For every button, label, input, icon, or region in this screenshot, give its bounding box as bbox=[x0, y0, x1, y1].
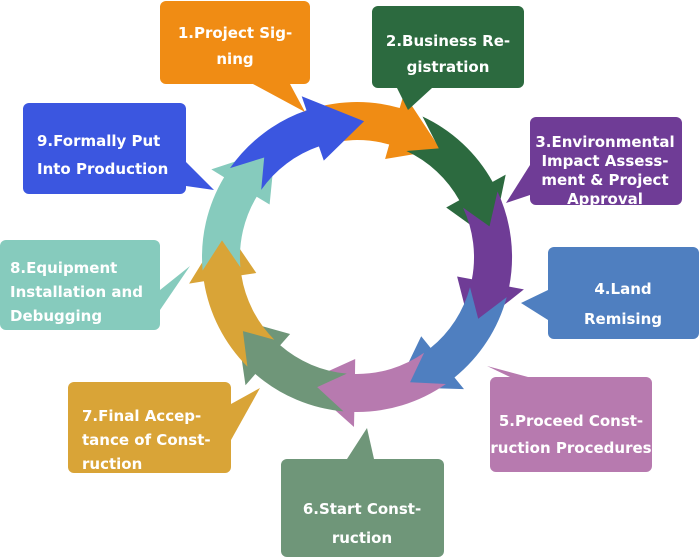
callout-box bbox=[490, 377, 652, 472]
callout-pointer bbox=[487, 366, 528, 377]
step-label: 6.Start Const-ruction bbox=[303, 500, 421, 547]
step-label-line: 7.Final Accep- bbox=[82, 407, 201, 425]
callout-box bbox=[160, 1, 310, 84]
step-label-line: Installation and bbox=[10, 283, 143, 301]
step-callout-1: 1.Project Sig-ning bbox=[160, 1, 310, 112]
step-label-line: 1.Project Sig- bbox=[178, 24, 292, 42]
cycle-ring bbox=[189, 93, 524, 427]
step-label-line: 9.Formally Put bbox=[37, 132, 160, 150]
step-label-line: ning bbox=[216, 50, 253, 68]
callout-pointer bbox=[506, 165, 530, 203]
step-label-line: gistration bbox=[407, 58, 490, 76]
callout-pointer bbox=[231, 388, 260, 440]
callout-box bbox=[530, 117, 682, 205]
cycle-arrow-1 bbox=[304, 93, 441, 159]
callout-pointer bbox=[160, 266, 190, 310]
step-label-line: Approval bbox=[567, 190, 643, 208]
callout-pointer bbox=[347, 428, 374, 459]
step-label-line: tance of Const- bbox=[82, 431, 211, 449]
step-label-line: Impact Assess- bbox=[541, 152, 668, 170]
cycle-arrow-4 bbox=[396, 287, 507, 390]
step-label-line: 2.Business Re- bbox=[386, 32, 510, 50]
callout-pointer bbox=[186, 162, 214, 190]
callout-box bbox=[281, 459, 444, 557]
step-callout-2: 2.Business Re-gistration bbox=[372, 6, 524, 110]
step-label: 1.Project Sig-ning bbox=[178, 24, 292, 68]
callout-pointer bbox=[521, 290, 548, 320]
step-callout-7: 7.Final Accep-tance of Const-ruction bbox=[68, 382, 260, 473]
callout-box bbox=[372, 6, 524, 88]
step-label-line: 5.Proceed Const- bbox=[499, 412, 643, 430]
step-label-line: Debugging bbox=[10, 307, 102, 325]
cycle-arrow-8 bbox=[202, 148, 276, 271]
step-label-line: Remising bbox=[584, 310, 662, 328]
step-label-line: ruction bbox=[82, 455, 142, 473]
callout-box bbox=[0, 240, 160, 330]
step-label-line: 6.Start Const- bbox=[303, 500, 421, 518]
step-label: 2.Business Re-gistration bbox=[386, 32, 510, 76]
step-label-line: 8.Equipment bbox=[10, 259, 117, 277]
cycle-arrow-3 bbox=[457, 191, 524, 332]
step-label: 7.Final Accep-tance of Const-ruction bbox=[82, 407, 211, 473]
step-callout-5: 5.Proceed Const-ruction Procedures bbox=[487, 366, 652, 472]
cycle-arrow-7 bbox=[189, 226, 275, 367]
step-label: 5.Proceed Const-ruction Procedures bbox=[490, 412, 651, 457]
callout-box bbox=[23, 103, 186, 194]
callout-pointer bbox=[397, 88, 432, 110]
step-label-line: ment & Project bbox=[541, 171, 668, 189]
step-label-line: Into Production bbox=[37, 160, 168, 178]
cycle-arrow-6 bbox=[235, 318, 347, 412]
cycle-arrow-9 bbox=[230, 96, 365, 190]
cycle-arrow-2 bbox=[406, 116, 506, 241]
step-label-line: ruction Procedures bbox=[490, 439, 651, 457]
step-label-line: ruction bbox=[332, 529, 392, 547]
step-label-line: 3.Environmental bbox=[535, 133, 674, 151]
step-label-line: 4.Land bbox=[594, 280, 651, 298]
callout-box bbox=[548, 247, 699, 339]
callout-box bbox=[68, 382, 231, 473]
step-callout-6: 6.Start Const-ruction bbox=[281, 428, 444, 557]
callout-pointer bbox=[253, 84, 305, 112]
